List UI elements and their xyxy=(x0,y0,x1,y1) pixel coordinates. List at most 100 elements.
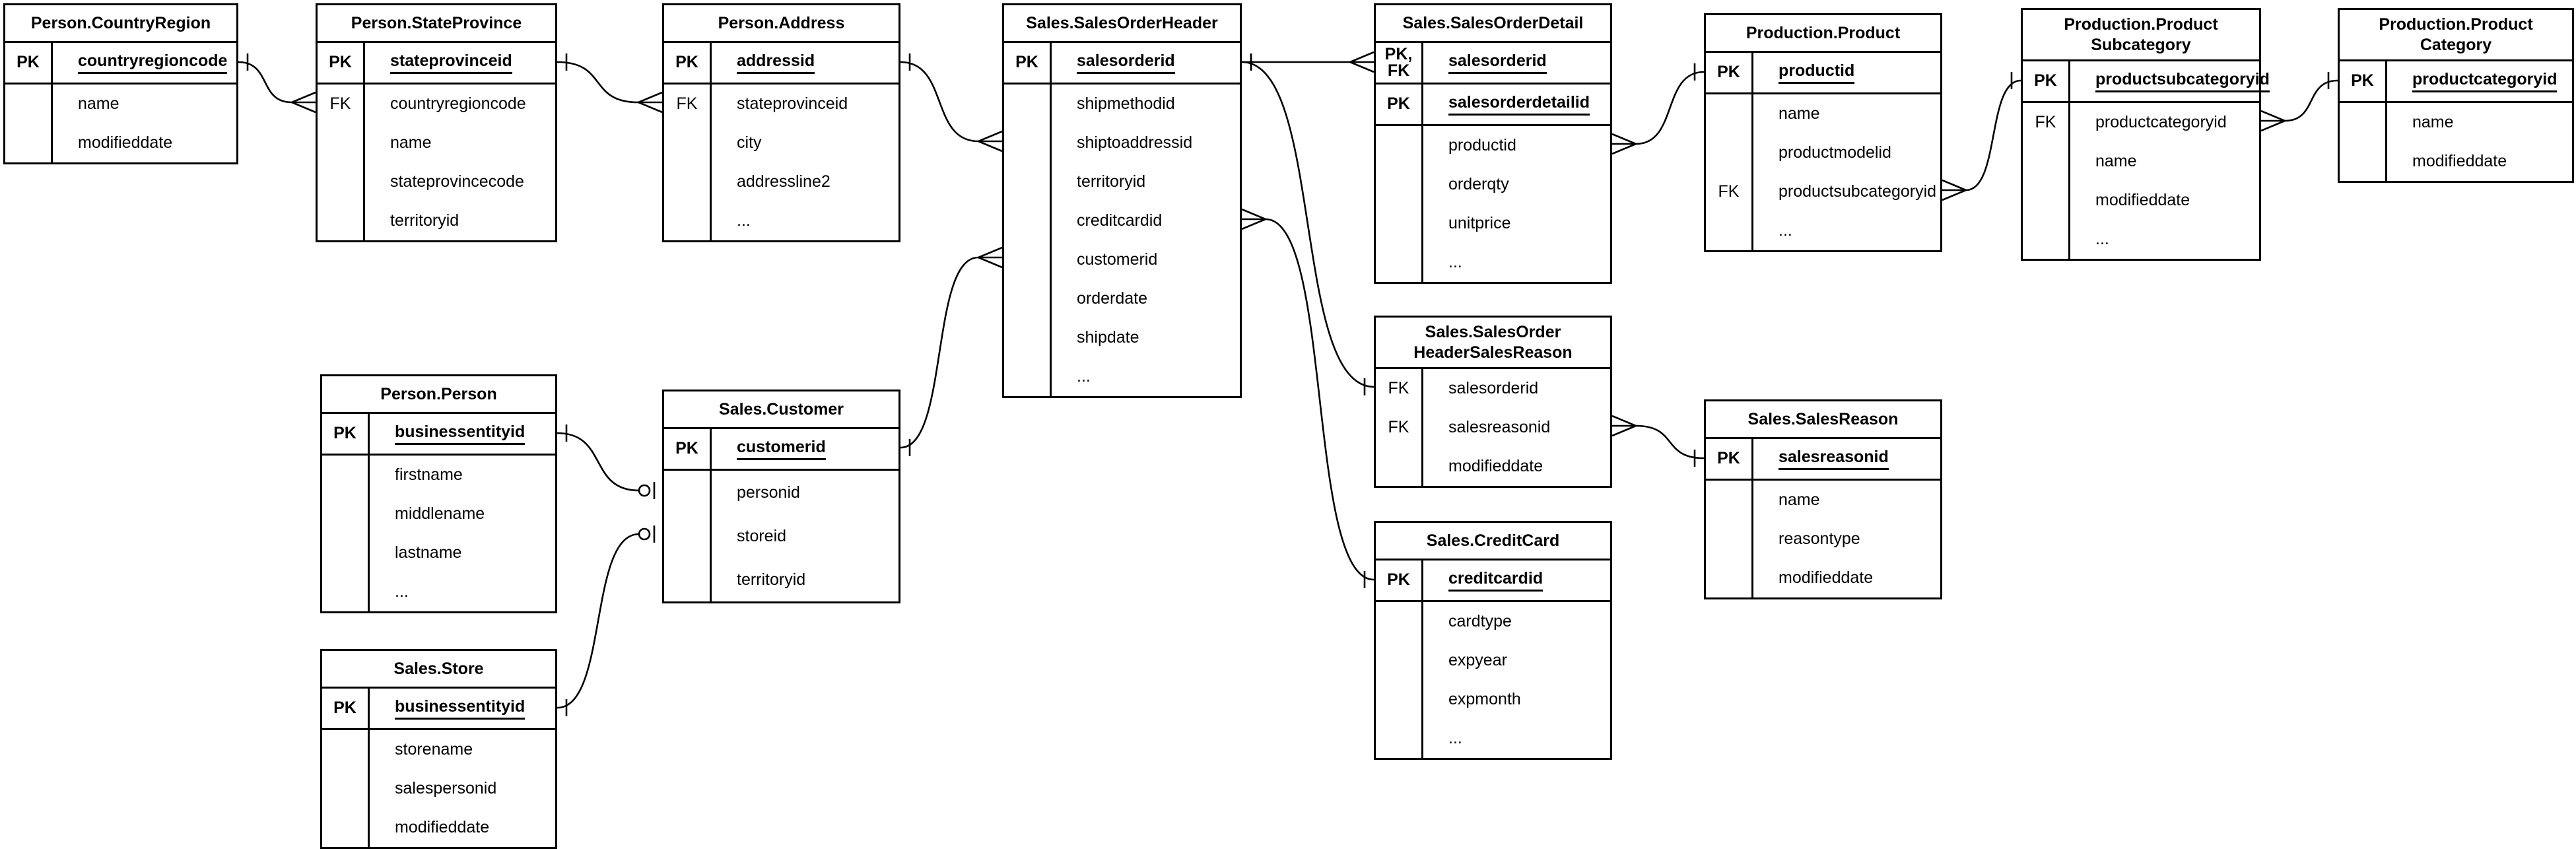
attribute-name-cell: modifieddate xyxy=(370,808,555,847)
key-label: PK xyxy=(1376,85,1423,124)
relationship-line xyxy=(1265,218,1374,581)
primary-key-attribute: salesorderid xyxy=(1448,51,1547,74)
attribute-name-cell: reasontype xyxy=(1753,520,1940,559)
attribute-name-cell: firstname xyxy=(370,456,555,494)
relationship-person-person--sales-customer xyxy=(557,424,656,499)
key-label: PK xyxy=(1706,53,1753,92)
attribute-name-cell: productcategoryid xyxy=(2387,61,2572,101)
cardinality-many-crowsfoot-end xyxy=(638,91,663,114)
entity-title-line: Sales.Customer xyxy=(719,399,844,419)
relationship-person-address--sales-salesorderheader xyxy=(900,53,1003,153)
primary-key-attribute: salesorderdetailid xyxy=(1448,93,1590,116)
key-label xyxy=(322,572,370,611)
key-label xyxy=(2023,220,2070,259)
attribute-name-cell: territoryid xyxy=(365,201,555,240)
primary-key-attribute: productcategoryid xyxy=(2412,70,2558,92)
relationship-line xyxy=(557,61,639,104)
primary-key-attribute: salesorderid xyxy=(1077,51,1175,74)
attribute-name-cell: productid xyxy=(1753,53,1940,92)
key-label xyxy=(664,471,712,514)
attribute-name-cell: personid xyxy=(712,471,898,514)
attribute-name-cell: name xyxy=(1753,94,1940,133)
attribute-name: productsubcategoryid xyxy=(1779,182,1937,201)
entity-title: Sales.CreditCard xyxy=(1376,523,1610,560)
attribute-name: territoryid xyxy=(737,570,806,589)
key-label xyxy=(322,808,370,847)
attribute-name: addressline2 xyxy=(737,172,830,191)
attribute-name-cell: stateprovinceid xyxy=(712,85,898,123)
key-label xyxy=(1004,240,1052,279)
relationship-production-product--production-productsubcategory xyxy=(1942,72,2021,201)
attribute-name: customerid xyxy=(1077,250,1158,269)
key-label-line: FK xyxy=(1387,61,1410,80)
attribute-name-cell: name xyxy=(1753,481,1940,520)
attribute-name: ... xyxy=(1779,221,1792,240)
key-label xyxy=(1706,520,1753,559)
attribute-row: productid xyxy=(1376,126,1610,165)
relationship-line xyxy=(1241,61,1374,388)
attribute-name: productcategoryid xyxy=(2095,113,2227,131)
attribute-name: ... xyxy=(1448,253,1462,271)
attribute-name: personid xyxy=(737,483,800,502)
attribute-row: orderdate xyxy=(1004,279,1240,318)
attribute-row: stateprovincecode xyxy=(318,162,555,201)
attribute-name: ... xyxy=(737,211,751,230)
entity-title-line: Sales.SalesOrderHeader xyxy=(1026,13,1218,32)
key-label xyxy=(2340,103,2387,142)
attribute-name-cell: salesorderid xyxy=(1423,43,1610,83)
attribute-name: ... xyxy=(395,582,409,601)
key-label: FK xyxy=(664,85,712,123)
attribute-name-cell: salespersonid xyxy=(370,769,555,808)
attribute-name: expmonth xyxy=(1448,690,1521,708)
key-label xyxy=(1004,357,1052,396)
entity-title: Sales.SalesOrderDetail xyxy=(1376,5,1610,43)
attribute-name: salesreasonid xyxy=(1448,418,1551,436)
attribute-name: territoryid xyxy=(390,211,459,230)
attribute-name-cell: modifieddate xyxy=(2070,181,2259,220)
entity-title: Sales.Customer xyxy=(664,391,898,429)
attribute-row: firstname xyxy=(322,456,555,494)
attribute-row: reasontype xyxy=(1706,520,1940,559)
attribute-row: ... xyxy=(2023,220,2259,259)
attribute-name-cell: productcategoryid xyxy=(2070,103,2259,142)
primary-key-attribute: productsubcategoryid xyxy=(2095,70,2270,92)
relationship-line xyxy=(900,61,979,143)
attribute-name-cell: salesorderdetailid xyxy=(1423,85,1610,124)
attribute-name: stateprovincecode xyxy=(390,172,524,191)
attribute-row: name xyxy=(1706,94,1940,133)
attribute-name-cell: customerid xyxy=(712,429,898,469)
key-label: PK xyxy=(1376,560,1423,600)
attribute-name: orderdate xyxy=(1077,289,1148,308)
attribute-name-cell: salesorderid xyxy=(1052,43,1240,83)
attribute-row: productmodelid xyxy=(1706,133,1940,172)
key-label: FK xyxy=(2023,103,2070,142)
attribute-name-cell: addressid xyxy=(712,43,898,83)
key-label xyxy=(1376,126,1423,165)
key-label xyxy=(1376,719,1423,758)
attribute-name: modifieddate xyxy=(1779,568,1874,587)
key-label xyxy=(1004,123,1052,162)
attribute-name: modifieddate xyxy=(1448,457,1543,475)
key-label xyxy=(664,514,712,558)
primary-key-attribute: businessentityid xyxy=(395,697,525,720)
key-label: PK xyxy=(664,43,712,83)
key-label xyxy=(1706,94,1753,133)
relationship-line xyxy=(2284,79,2338,122)
attribute-row: shipmethodid xyxy=(1004,85,1240,123)
primary-key-attribute: salesreasonid xyxy=(1779,448,1889,470)
key-label xyxy=(664,123,712,162)
entity-title: Person.StateProvince xyxy=(318,5,555,43)
cardinality-zero-or-one-end xyxy=(638,482,656,499)
key-label xyxy=(318,201,365,240)
